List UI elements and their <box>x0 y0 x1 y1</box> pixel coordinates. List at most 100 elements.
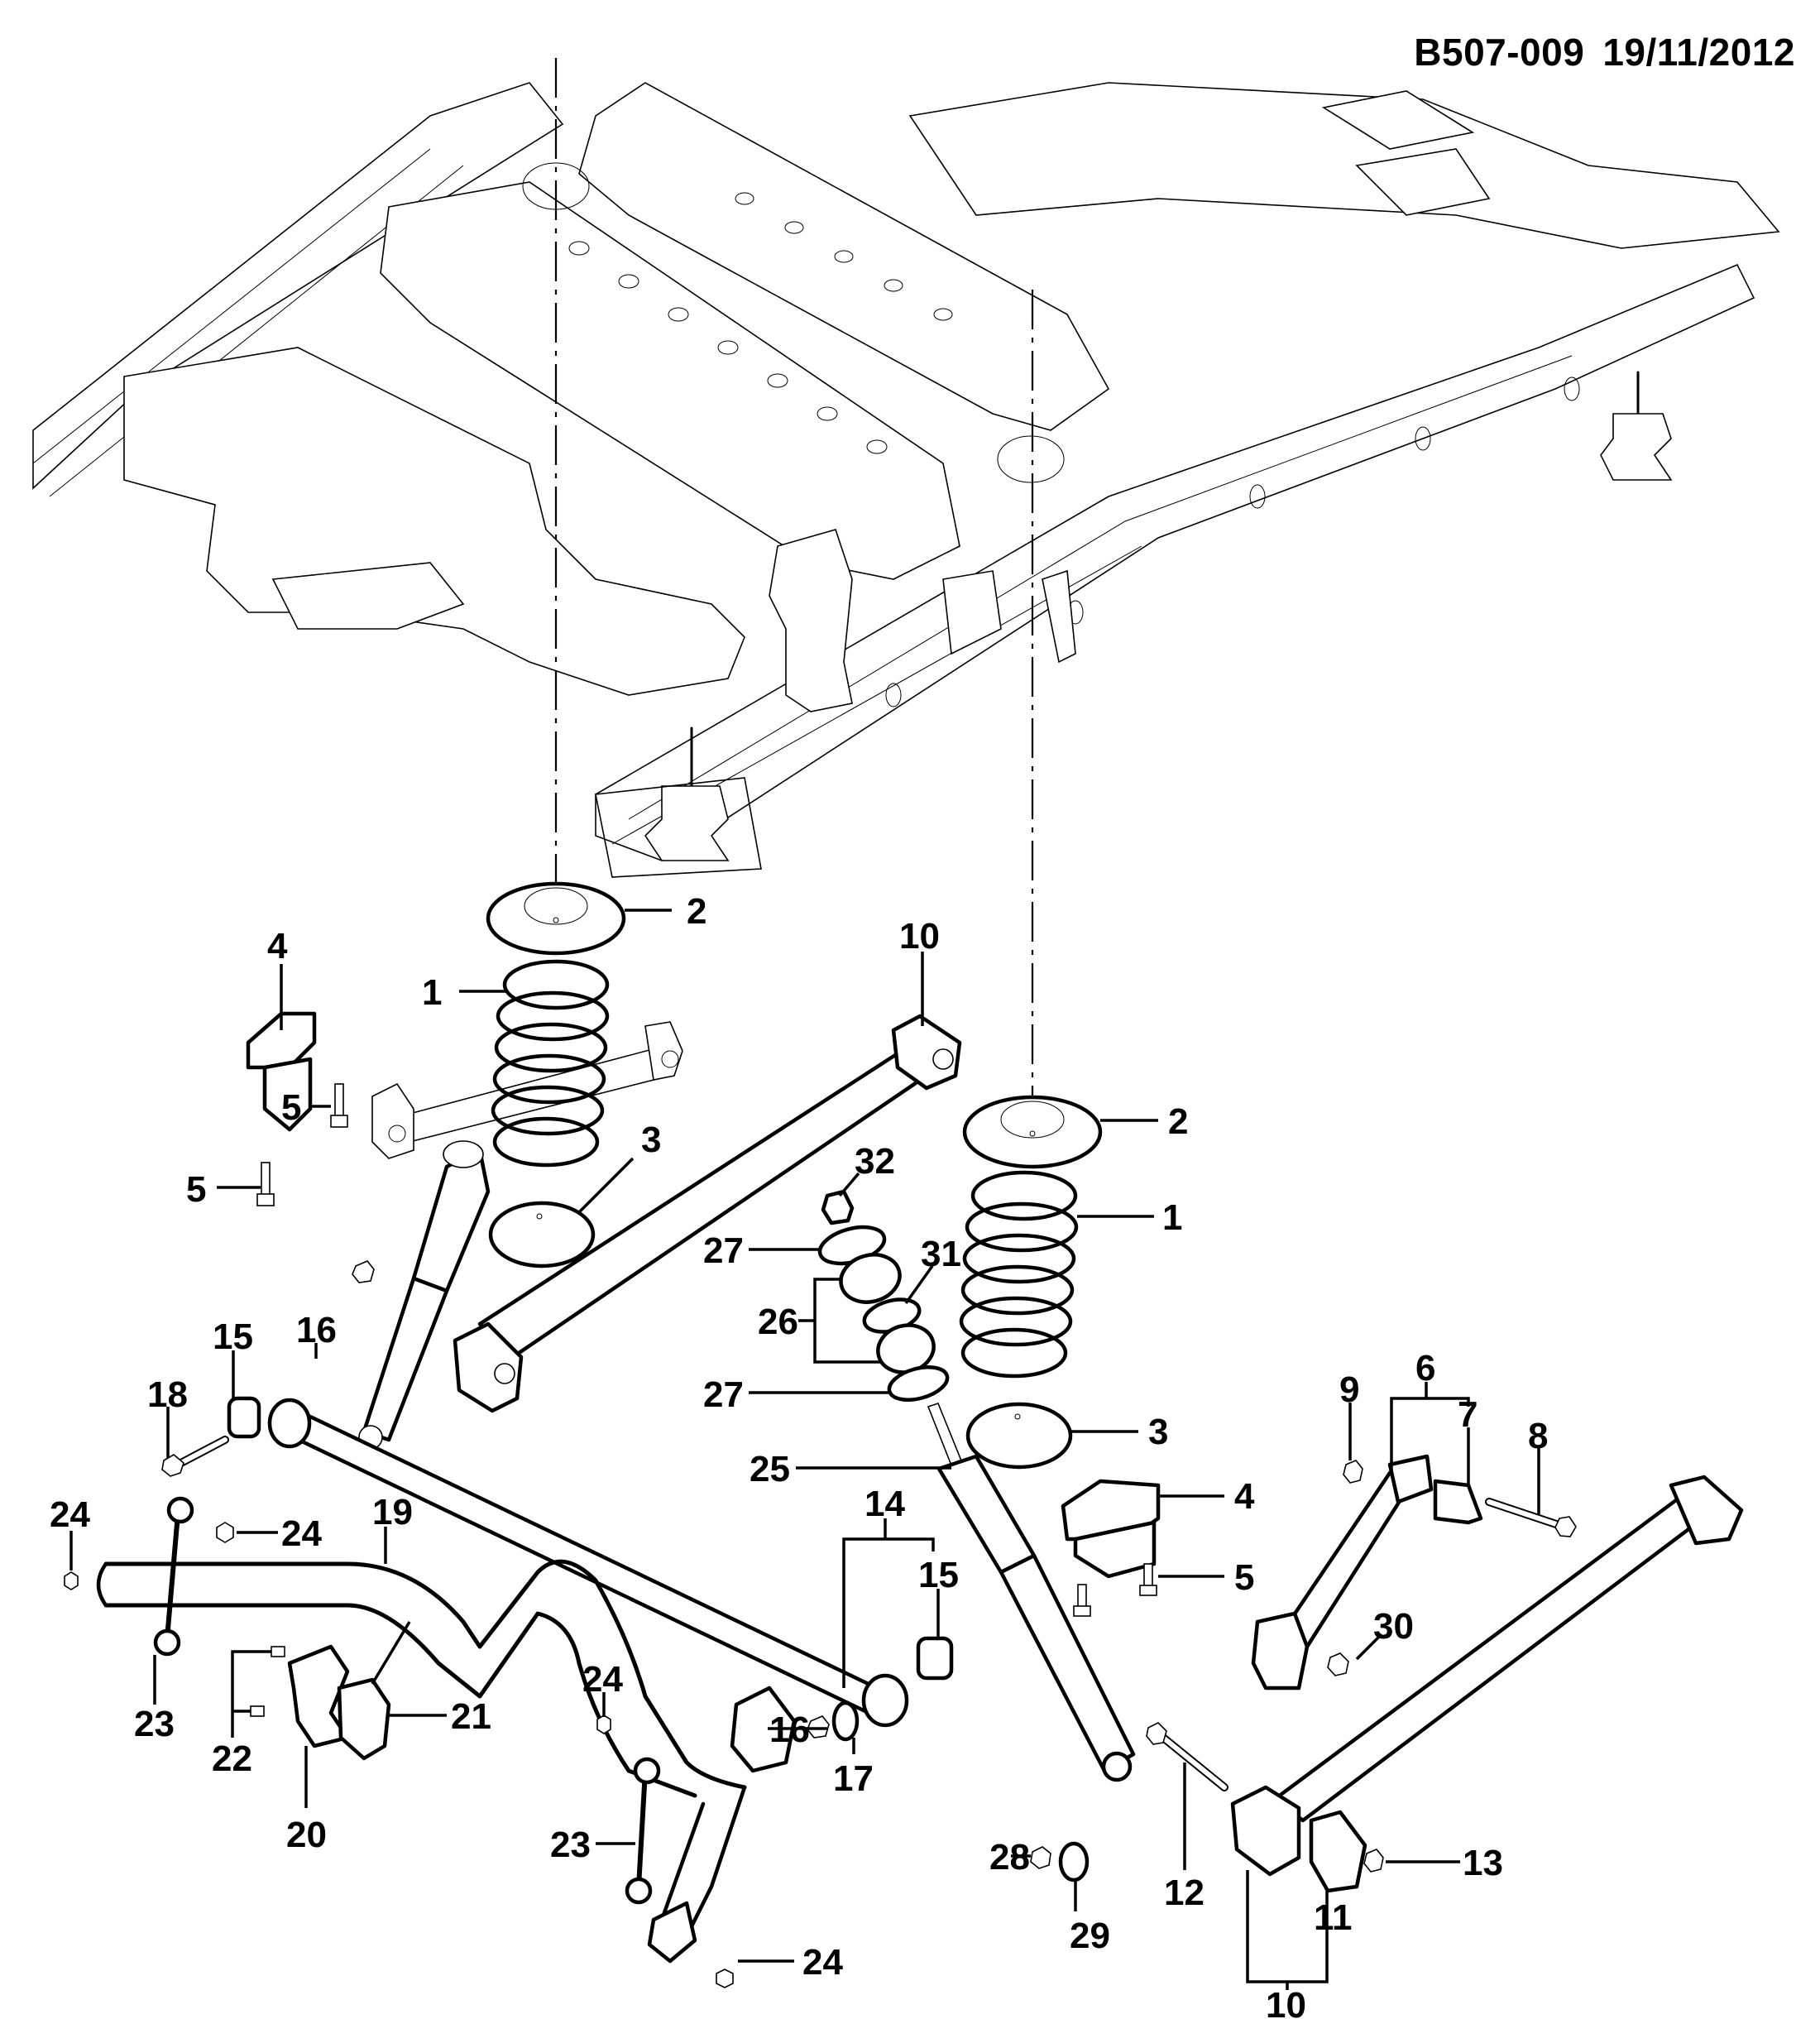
callout-1-right: 1 <box>1162 1197 1182 1238</box>
callout-13: 13 <box>1463 1843 1503 1883</box>
bolt-5b <box>256 1162 275 1206</box>
shock-absorber-right <box>927 1403 1136 1782</box>
washer-29 <box>1058 1841 1090 1882</box>
nut-16-lower <box>807 1715 830 1738</box>
stabilizer-bushing-21 <box>337 1677 391 1761</box>
callout-24-d: 24 <box>802 1942 843 1983</box>
bolt-5a <box>330 1083 348 1128</box>
callout-26: 26 <box>758 1302 798 1342</box>
bushing-15a <box>227 1396 261 1439</box>
callout-17: 17 <box>833 1758 874 1799</box>
chassis-frame <box>32 82 1780 878</box>
callout-23-left: 23 <box>134 1704 175 1744</box>
callout-2-right: 2 <box>1168 1101 1188 1142</box>
stabilizer-clamp-right <box>730 1686 797 1773</box>
nut-28 <box>1030 1846 1051 1869</box>
upper-control-arm <box>453 1014 962 1413</box>
frame-hanger <box>1042 569 1076 664</box>
callout-10-upper-arm: 10 <box>899 916 940 957</box>
callout-5-a: 5 <box>281 1087 301 1128</box>
frame-holes-rear <box>735 192 953 321</box>
shock-mount-bracket <box>769 529 853 712</box>
washer-17 <box>831 1700 860 1742</box>
lower-insulator-left <box>488 1201 596 1268</box>
callout-15-right: 15 <box>918 1555 959 1595</box>
callout-22: 22 <box>212 1738 252 1779</box>
lateral-rod <box>267 1398 909 1728</box>
callout-25: 25 <box>750 1449 790 1489</box>
callout-24-c: 24 <box>582 1659 623 1700</box>
diagram-date: 19/11/2012 <box>1602 31 1795 74</box>
bushing-15b <box>916 1636 954 1681</box>
callout-4-right: 4 <box>1234 1476 1255 1517</box>
callout-4-left: 4 <box>267 926 288 966</box>
upper-insulator-right <box>962 1095 1103 1169</box>
stabilizer-link-left <box>153 1496 194 1657</box>
callout-20: 20 <box>286 1815 327 1855</box>
callout-23-right: 23 <box>550 1825 591 1865</box>
callout-32: 32 <box>855 1141 895 1182</box>
frame-crossmember-front <box>123 347 745 696</box>
trailing-arm <box>1230 1475 1744 1877</box>
frame-rear-rail <box>578 82 1110 431</box>
frame-holes <box>568 241 888 454</box>
callout-11: 11 <box>1314 1897 1353 1938</box>
callout-2-left: 2 <box>687 891 706 932</box>
callout-24-a: 24 <box>50 1494 90 1535</box>
bolt-18 <box>161 1436 229 1477</box>
shock-absorber-left <box>358 1140 491 1450</box>
nut-9 <box>1343 1460 1363 1484</box>
callout-7: 7 <box>1458 1394 1478 1435</box>
callout-30: 30 <box>1373 1606 1414 1647</box>
callout-28: 28 <box>989 1837 1030 1878</box>
coil-spring-left <box>491 959 610 1168</box>
stabilizer-link-right <box>625 1757 661 1905</box>
callout-10-trailing-arm: 10 <box>1266 1985 1306 2019</box>
bushing-7 <box>1433 1479 1483 1525</box>
callout-3-left: 3 <box>641 1120 661 1160</box>
frame-gusset <box>942 570 1002 655</box>
nut-32-shape <box>821 1189 855 1225</box>
bolt-5c <box>1139 1563 1157 1596</box>
frame-inner-rail <box>380 181 960 580</box>
bolt-12 <box>1146 1722 1228 1791</box>
callout-12: 12 <box>1164 1873 1205 1913</box>
upper-link <box>371 1021 683 1159</box>
callout-5-c: 5 <box>1234 1557 1254 1598</box>
callout-21: 21 <box>451 1696 491 1737</box>
nut-13 <box>1363 1849 1384 1873</box>
nut-30 <box>1327 1652 1349 1676</box>
bolt-8 <box>1485 1498 1577 1537</box>
callout-27-lower: 27 <box>703 1374 744 1415</box>
body-mount-front <box>595 727 762 878</box>
frame-upper-right <box>908 82 1780 249</box>
upper-insulator-left <box>486 881 626 956</box>
callout-24-b: 24 <box>281 1513 322 1554</box>
frame-right-rail <box>595 263 1755 861</box>
body-mount-rear <box>1600 371 1673 481</box>
nuts-24 <box>64 1522 734 1988</box>
callout-9: 9 <box>1339 1369 1359 1410</box>
callout-labels: 2 1 4 10 2 1 5 5 3 32 27 31 26 27 16 15 … <box>50 891 1548 2019</box>
lower-insulator-right <box>965 1402 1073 1470</box>
shock-mount-stack <box>817 1189 950 1402</box>
callout-19: 19 <box>372 1492 413 1532</box>
bushing-11 <box>1309 1810 1367 1893</box>
callout-3-right: 3 <box>1148 1412 1168 1452</box>
callout-5-b: 5 <box>186 1169 206 1210</box>
callout-16-upper: 16 <box>296 1310 337 1350</box>
frame-right-holes <box>885 376 1580 707</box>
callout-31: 31 <box>921 1234 961 1274</box>
callout-15-left: 15 <box>213 1316 253 1357</box>
lower-control-arm <box>1251 1454 1434 1690</box>
coil-spring-right <box>959 1170 1079 1379</box>
nut-16-upper <box>352 1260 375 1283</box>
callout-27-upper: 27 <box>703 1230 744 1271</box>
bolts-22 <box>250 1646 285 1717</box>
frame-tray <box>271 562 465 630</box>
callout-1-left: 1 <box>422 972 442 1013</box>
callout-8: 8 <box>1528 1416 1548 1456</box>
callout-6: 6 <box>1415 1348 1435 1388</box>
